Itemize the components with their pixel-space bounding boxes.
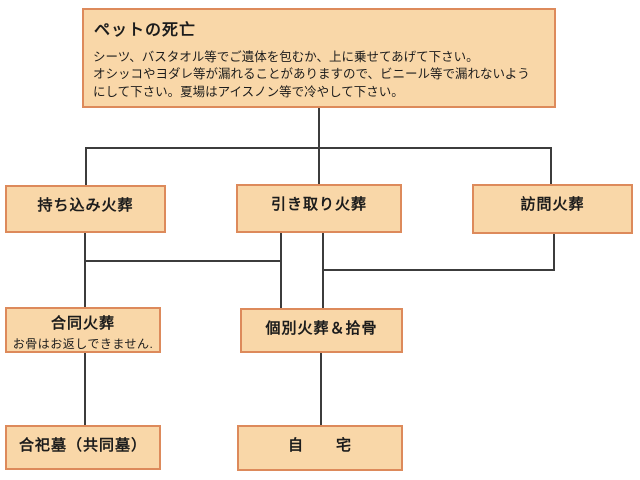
node-pet-death-title: ペットの死亡	[94, 22, 197, 39]
node-home: 自 宅	[237, 425, 403, 471]
node-individual-cremation-label: 個別火葬＆拾骨	[265, 320, 378, 337]
node-communal-grave-label: 合祀墓（共同墓）	[18, 437, 147, 454]
connector-mid-horizontal-left	[84, 260, 282, 262]
node-visit-cremation-label: 訪問火葬	[520, 196, 585, 213]
node-visit-cremation: 訪問火葬	[472, 184, 633, 234]
connector-bring-in-down	[84, 233, 86, 307]
node-communal-grave: 合祀墓（共同墓）	[5, 425, 161, 470]
connector-top-horizontal	[85, 147, 552, 149]
connector-pick-up-down-left	[280, 233, 282, 308]
node-pet-death: ペットの死亡 シーツ、バスタオル等でご遺体を包むか、上に乗せてあげて下さい。 オ…	[82, 8, 556, 108]
node-bring-in-cremation: 持ち込み火葬	[5, 185, 166, 233]
node-bring-in-cremation-label: 持ち込み火葬	[37, 197, 134, 214]
connector-individual-down	[320, 353, 322, 425]
connector-mid-horizontal-right	[322, 269, 555, 271]
node-individual-cremation: 個別火葬＆拾骨	[240, 308, 403, 353]
node-home-label: 自 宅	[287, 437, 352, 454]
node-pick-up-cremation-label: 引き取り火葬	[270, 196, 367, 213]
connector-joint-down	[84, 353, 86, 425]
connector-drop-bring-in	[85, 147, 87, 185]
node-joint-cremation-label: 合同火葬	[50, 315, 115, 332]
connector-root-vertical	[318, 108, 320, 185]
node-joint-cremation-note: お骨はお返しできません.	[12, 337, 154, 351]
connector-drop-visit	[550, 147, 552, 185]
node-joint-cremation: 合同火葬 お骨はお返しできません.	[5, 307, 161, 353]
node-pick-up-cremation: 引き取り火葬	[236, 184, 402, 233]
connector-visit-down	[553, 234, 555, 271]
node-pet-death-body: シーツ、バスタオル等でご遺体を包むか、上に乗せてあげて下さい。 オシッコやヨダレ…	[93, 50, 530, 99]
